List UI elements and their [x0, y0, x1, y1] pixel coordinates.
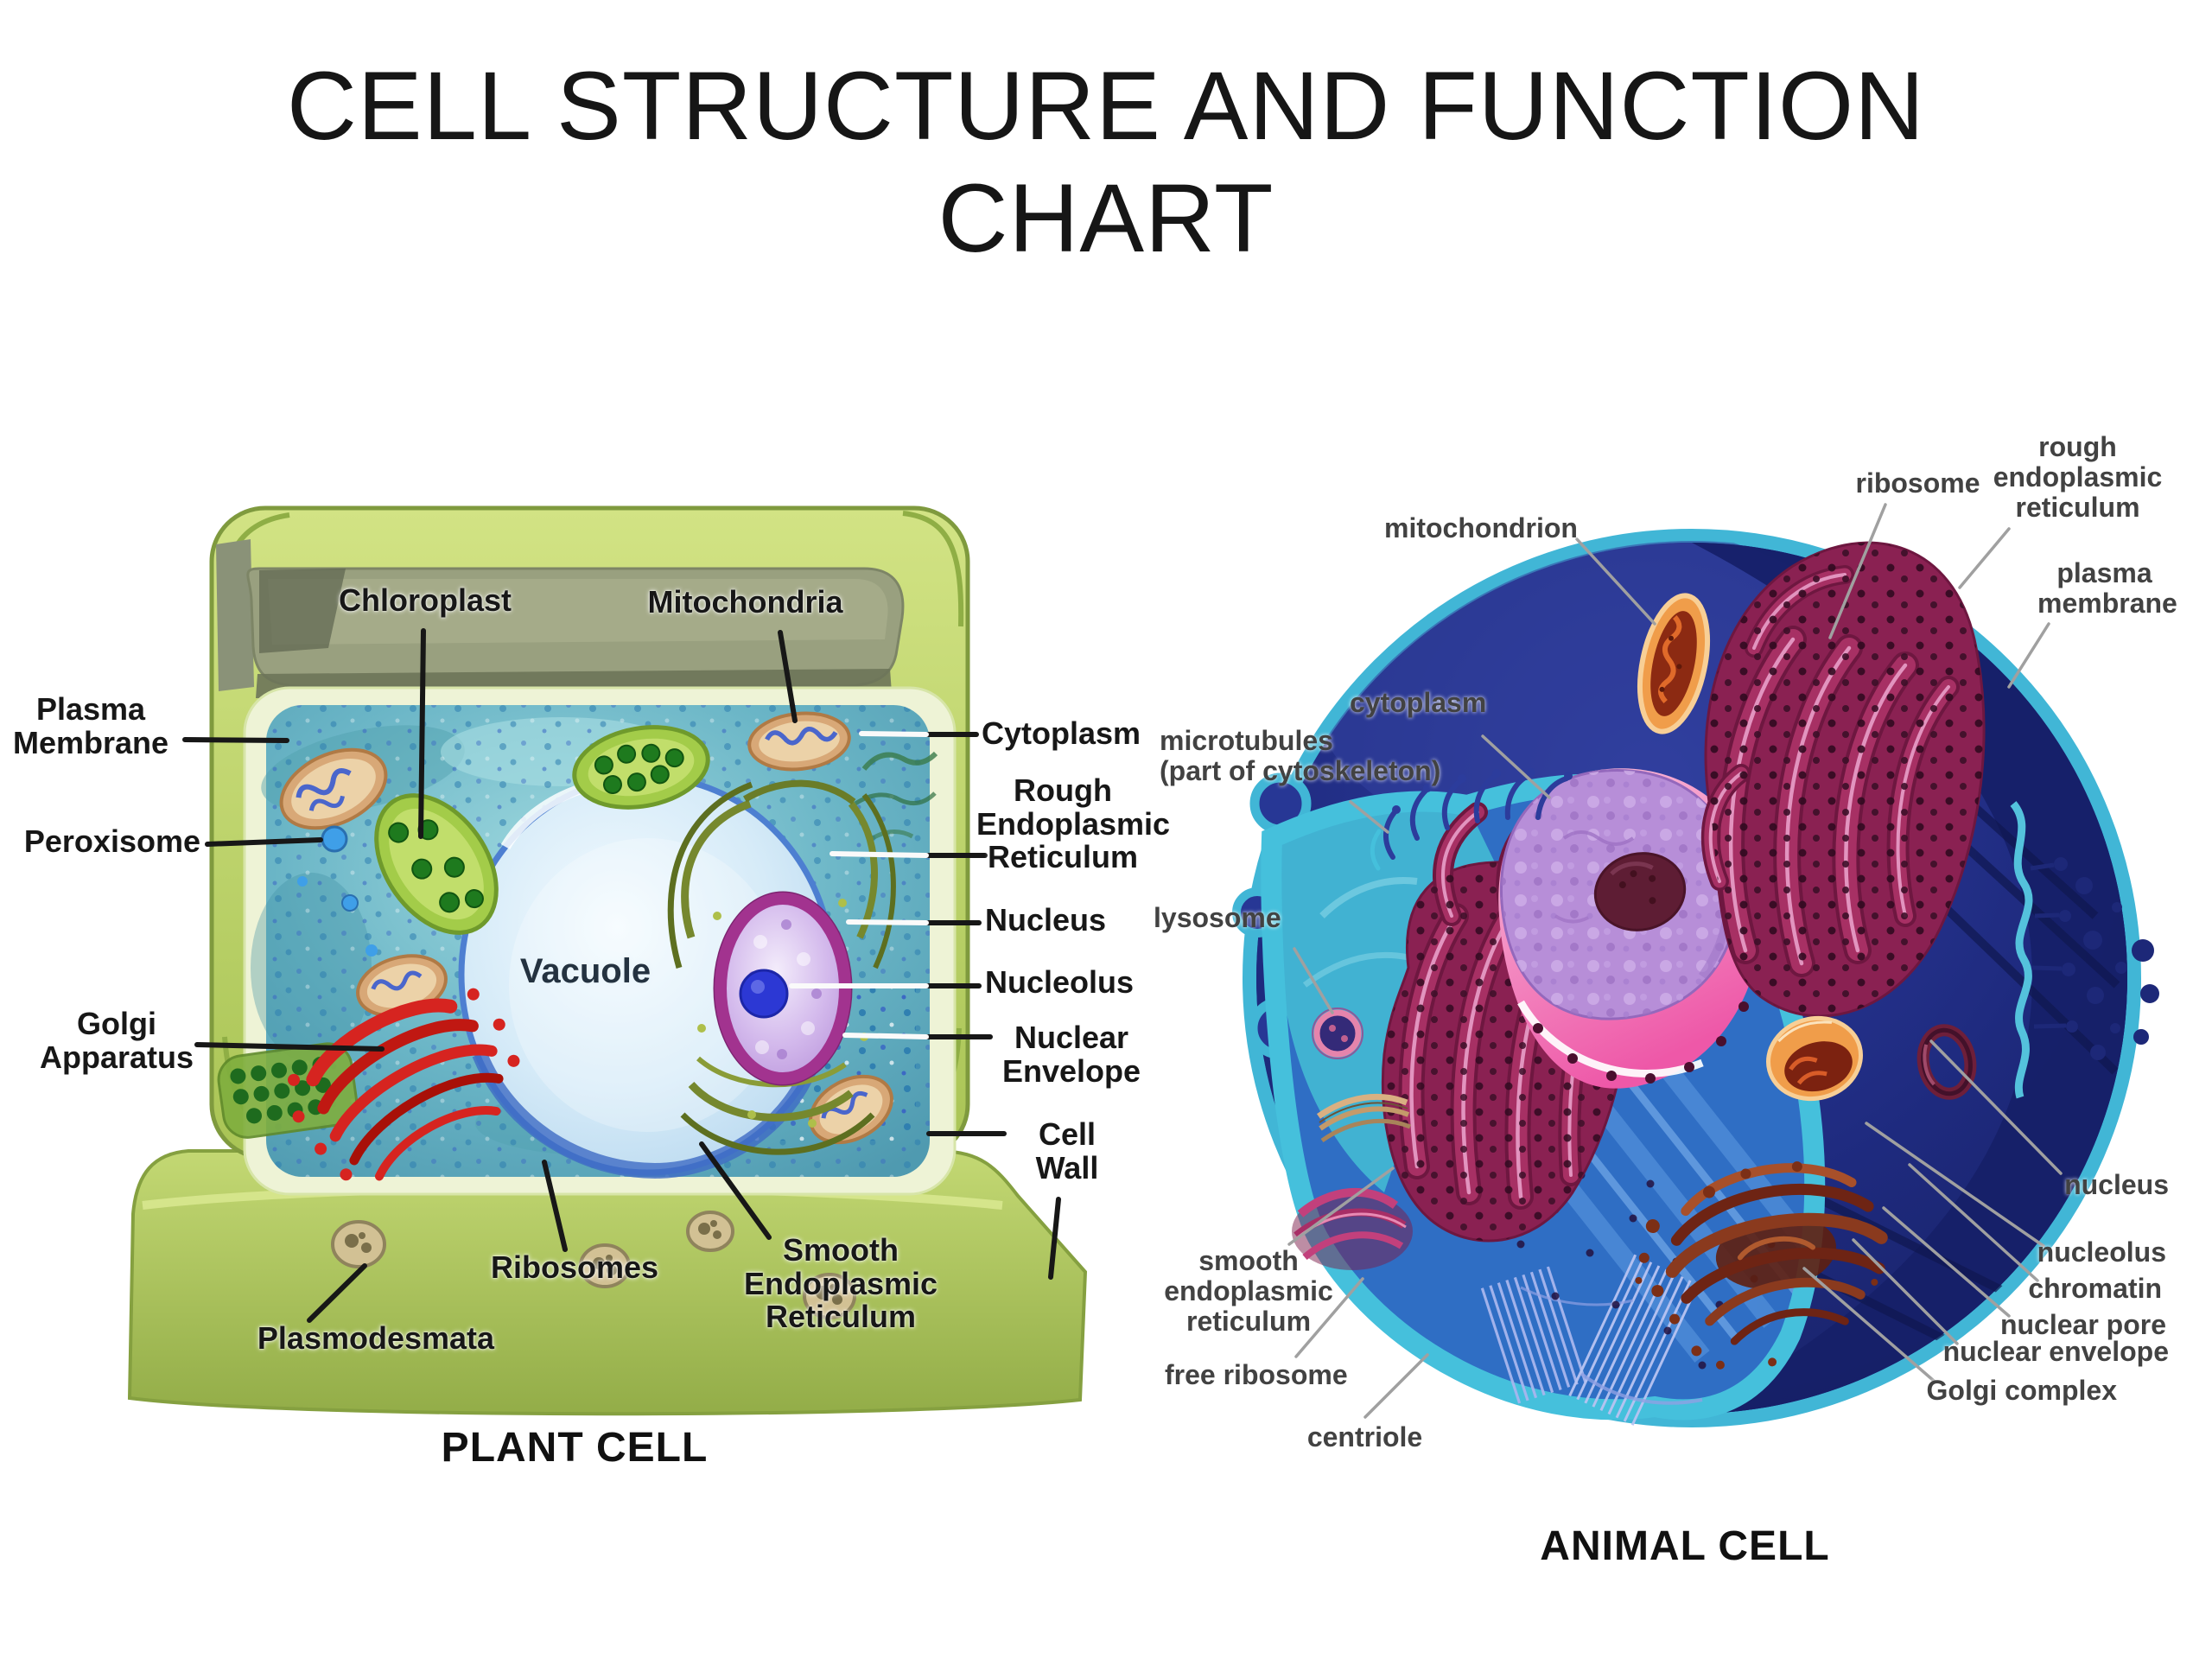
vesicle-ring-shape	[1916, 1024, 1977, 1100]
plant-mitochondrion-1	[279, 747, 388, 830]
animal-mitochondrion-shape	[1637, 593, 1710, 734]
animal-nucleus-shape	[1498, 768, 1764, 1089]
cell-wall-leader-line-2	[1048, 1197, 1061, 1280]
rough-er-mass	[1700, 541, 1986, 1018]
nucleolus-leader-line	[1865, 1122, 2045, 1248]
animal-nucleolus-shape	[1593, 852, 1687, 931]
membrane-protrusions	[2010, 801, 2159, 1099]
nuclear-pore-leader-line	[1882, 1206, 2011, 1318]
plant-mitochondrion-4	[809, 1074, 893, 1145]
label-cytoplasm-animal: cytoplasm	[1350, 687, 1487, 718]
label-ribosomes: Ribosomes	[490, 1249, 659, 1285]
chromatin-strand	[1562, 830, 1635, 846]
lysosome-shape	[1312, 1007, 1363, 1059]
microtubules-leader-line	[1349, 800, 1389, 834]
plant-cell-caption: PLANT CELL	[441, 1425, 709, 1471]
cut-mitochondrion-shape	[1765, 1015, 1864, 1102]
label-nuclear-envelope-plant: Nuclear Envelope	[1001, 1020, 1141, 1089]
animal-cell-caption: ANIMAL CELL	[1540, 1523, 1830, 1569]
golgi-apparatus-shape	[288, 988, 520, 1181]
centriole-leader-line	[1363, 1353, 1429, 1419]
chromatin-strand	[1554, 914, 1589, 924]
label-plasma-membrane: Plasma Membrane	[12, 691, 169, 760]
label-mitochondria: Mitochondria	[647, 584, 843, 620]
rough-er-leader-line	[1958, 527, 2011, 589]
label-cytoplasm-plant: Cytoplasm	[982, 715, 1141, 751]
plasmodesmata-shapes	[331, 1211, 856, 1319]
plant-leader-lines-inner	[789, 731, 929, 1039]
endoplasmic-reticulum-shape	[667, 779, 896, 1155]
label-chromatin: chromatin	[2028, 1273, 2162, 1304]
label-lysosome: lysosome	[1154, 902, 1281, 933]
animal-cell-illustration	[1232, 503, 2159, 1427]
smooth-er-ribbons	[1292, 1187, 1413, 1270]
cytoplasm-leader-line	[1481, 734, 1551, 799]
mitochondria-leader-line	[778, 630, 798, 723]
label-chloroplast: Chloroplast	[338, 582, 512, 618]
plasma-membrane-leader-line	[182, 737, 289, 743]
label-golgi-apparatus: Golgi Apparatus	[39, 1006, 194, 1075]
golgi-leader-line	[194, 1042, 385, 1052]
label-plasma-membrane-animal: plasma membrane	[2037, 557, 2177, 620]
label-peroxisome: Peroxisome	[23, 823, 200, 859]
animal-leader-lines	[1287, 503, 2063, 1419]
label-ribosome: ribosome	[1855, 467, 1980, 499]
label-vacuole: Vacuole	[519, 952, 652, 990]
label-cell-wall: Cell Wall	[1035, 1116, 1099, 1185]
label-mitochondrion: mitochondrion	[1384, 512, 1578, 543]
label-plasmodesmata: Plasmodesmata	[257, 1320, 495, 1356]
tubule-bundle-shape	[1316, 1093, 1411, 1143]
nucleus-leader-line	[1929, 1039, 2063, 1175]
label-golgi-complex: Golgi complex	[1926, 1375, 2117, 1406]
plant-nucleolus-shape	[739, 969, 789, 1019]
label-nuclear-envelope-animal: nuclear envelope	[1942, 1336, 2169, 1367]
label-nucleus-plant: Nucleus	[985, 902, 1107, 938]
plasma-membrane-leader-line	[2007, 622, 2050, 689]
vacuole-shape	[458, 772, 836, 1179]
plant-cell-illustration	[127, 505, 1088, 1416]
label-rough-er-plant: Rough Endoplasmic Reticulum	[976, 772, 1171, 875]
animal-cell-figure: mitochondrion ribosome rough endoplasmic…	[1149, 431, 2212, 1659]
chromatin-leader-line	[1908, 1163, 2039, 1282]
microtubule-spikes	[1370, 768, 1573, 871]
lysosome-leader-line	[1293, 947, 1334, 1014]
label-centriole: centriole	[1306, 1421, 1423, 1452]
label-nucleolus-animal: nucleolus	[2037, 1236, 2166, 1268]
label-free-ribosome: free ribosome	[1165, 1359, 1348, 1390]
label-microtubules: microtubules (part of cytoskeleton)	[1160, 725, 1441, 787]
label-nucleolus-plant: Nucleolus	[985, 964, 1135, 1000]
free-ribosome-leader-line	[1294, 1277, 1364, 1358]
ribosomes-leader-line	[542, 1160, 568, 1252]
plasmodesmata-leader-line	[307, 1263, 367, 1323]
peroxisome-leader-line	[205, 837, 323, 847]
label-nucleus-animal: nucleus	[2064, 1169, 2169, 1200]
label-smooth-er-animal: smooth endoplasmic reticulum	[1164, 1245, 1333, 1338]
plant-cell-figure: Chloroplast Mitochondria Plasma Membrane…	[0, 432, 1171, 1503]
page-title: CELL STRUCTURE AND FUNCTION CHART	[287, 52, 1925, 272]
chloroplast-b	[572, 725, 710, 810]
golgi-complex-leader-line	[1802, 1267, 1936, 1382]
plant-leader-lines	[182, 628, 1061, 1323]
nuclear-envelope-leader-line	[1852, 1238, 1959, 1345]
label-nuclear-pore: nuclear pore	[1999, 1309, 2166, 1340]
label-rough-er-animal: rough endoplasmic reticulum	[1993, 431, 2163, 524]
smooth-er-leader-line	[1287, 1166, 1395, 1246]
smooth-er-leader-line	[699, 1141, 772, 1240]
label-smooth-er-plant: Smooth Endoplasmic Reticulum	[743, 1232, 938, 1335]
chloroplast-leader-line	[418, 628, 426, 839]
chloroplast-a	[374, 793, 499, 935]
plant-mitochondrion-2	[747, 711, 851, 772]
wall-cut-edge	[216, 539, 254, 691]
mitochondrion-leader-line	[1575, 537, 1656, 626]
ribosome-leader-line	[1828, 503, 1887, 639]
